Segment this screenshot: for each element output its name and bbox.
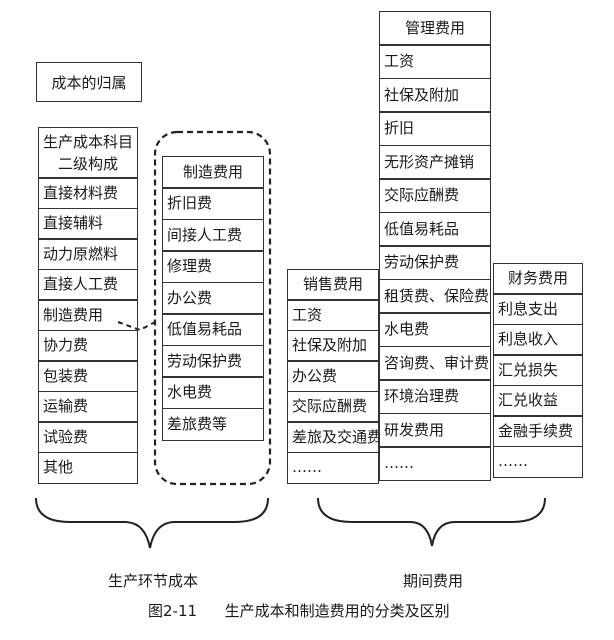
period-expense-label: 期间费用 [403,572,464,590]
list-item: 直接材料费 [38,177,138,209]
list-item: 金融手续费 [493,415,583,447]
list-item: 研发费用 [379,412,491,448]
production-cost-brace [35,497,269,549]
list-item: 折旧费 [162,187,264,220]
list-item: 低值易耗品 [379,211,491,247]
list-item: 间接人工费 [162,218,264,252]
list-item: 办公费 [162,281,264,315]
figure-number: 图2-11 [148,602,198,620]
list-item: 水电费 [379,312,491,347]
production-cost-header-line2: 二级构成 [57,154,118,173]
list-item: …… [493,445,583,478]
management-expense-column: 管理费用 工资社保及附加折旧无形资产摊销交际应酬费低值易耗品劳动保护费租赁费、保… [379,10,491,481]
list-item: 其他 [38,451,138,484]
list-item: 交际应酬费 [287,390,379,423]
list-item: 直接辅料 [38,207,138,240]
list-item: …… [379,446,491,481]
manufacturing-overhead-header: 制造费用 [162,155,264,189]
list-item: 运输费 [38,390,138,423]
production-cost-column: 生产成本科目 二级构成 直接材料费直接辅料动力原燃料直接人工费制造费用协力费包装… [38,126,138,484]
overhead-dashed-outline [153,130,272,486]
cost-attribution-title: 成本的归属 [36,62,142,102]
list-item: 办公费 [287,360,379,392]
list-item: 工资 [379,44,491,79]
list-item: 差旅费等 [162,407,264,441]
list-item: 汇兑损失 [493,354,583,386]
list-item: 劳动保护费 [379,245,491,280]
list-item: 折旧 [379,111,491,146]
list-item: 差旅及交通费 [287,421,379,453]
management-expense-header: 管理费用 [379,10,491,46]
list-item: 汇兑收益 [493,384,583,417]
list-item: 制造费用 [38,299,138,331]
finance-expense-header: 财务费用 [493,262,583,295]
list-item: 低值易耗品 [162,313,264,346]
list-item: 工资 [287,299,379,331]
list-item: 包装费 [38,360,138,392]
list-item: 动力原燃料 [38,238,138,270]
list-item: 利息支出 [493,293,583,325]
list-item: 社保及附加 [287,329,379,362]
figure-caption: 图2-11 生产成本和制造费用的分类及区别 [148,600,450,621]
list-item: 无形资产摊销 [379,144,491,180]
list-item: 交际应酬费 [379,178,491,213]
list-item: 环境治理费 [379,379,491,414]
list-item: 劳动保护费 [162,344,264,378]
list-item: 修理费 [162,250,264,283]
manufacturing-overhead-column: 制造费用 折旧费间接人工费修理费办公费低值易耗品劳动保护费水电费差旅费等 [162,155,264,441]
production-stage-cost-label: 生产环节成本 [108,572,199,590]
list-item: 利息收入 [493,323,583,356]
production-cost-header: 生产成本科目 二级构成 [38,126,138,179]
list-item: 社保及附加 [379,77,491,113]
list-item: 咨询费、审计费 [379,345,491,381]
figure-caption-text: 生产成本和制造费用的分类及区别 [224,602,450,620]
list-item: 租赁费、保险费 [379,278,491,314]
list-item: 水电费 [162,376,264,409]
period-expense-brace [317,497,546,547]
finance-expense-column: 财务费用 利息支出利息收入汇兑损失汇兑收益金融手续费…… [493,262,583,478]
list-item: 直接人工费 [38,268,138,301]
production-cost-header-line1: 生产成本科目 [42,132,133,151]
list-item: …… [287,451,379,484]
list-item: 协力费 [38,329,138,362]
list-item: 试验费 [38,421,138,453]
sales-expense-column: 销售费用 工资社保及附加办公费交际应酬费差旅及交通费…… [287,268,379,484]
sales-expense-header: 销售费用 [287,268,379,301]
